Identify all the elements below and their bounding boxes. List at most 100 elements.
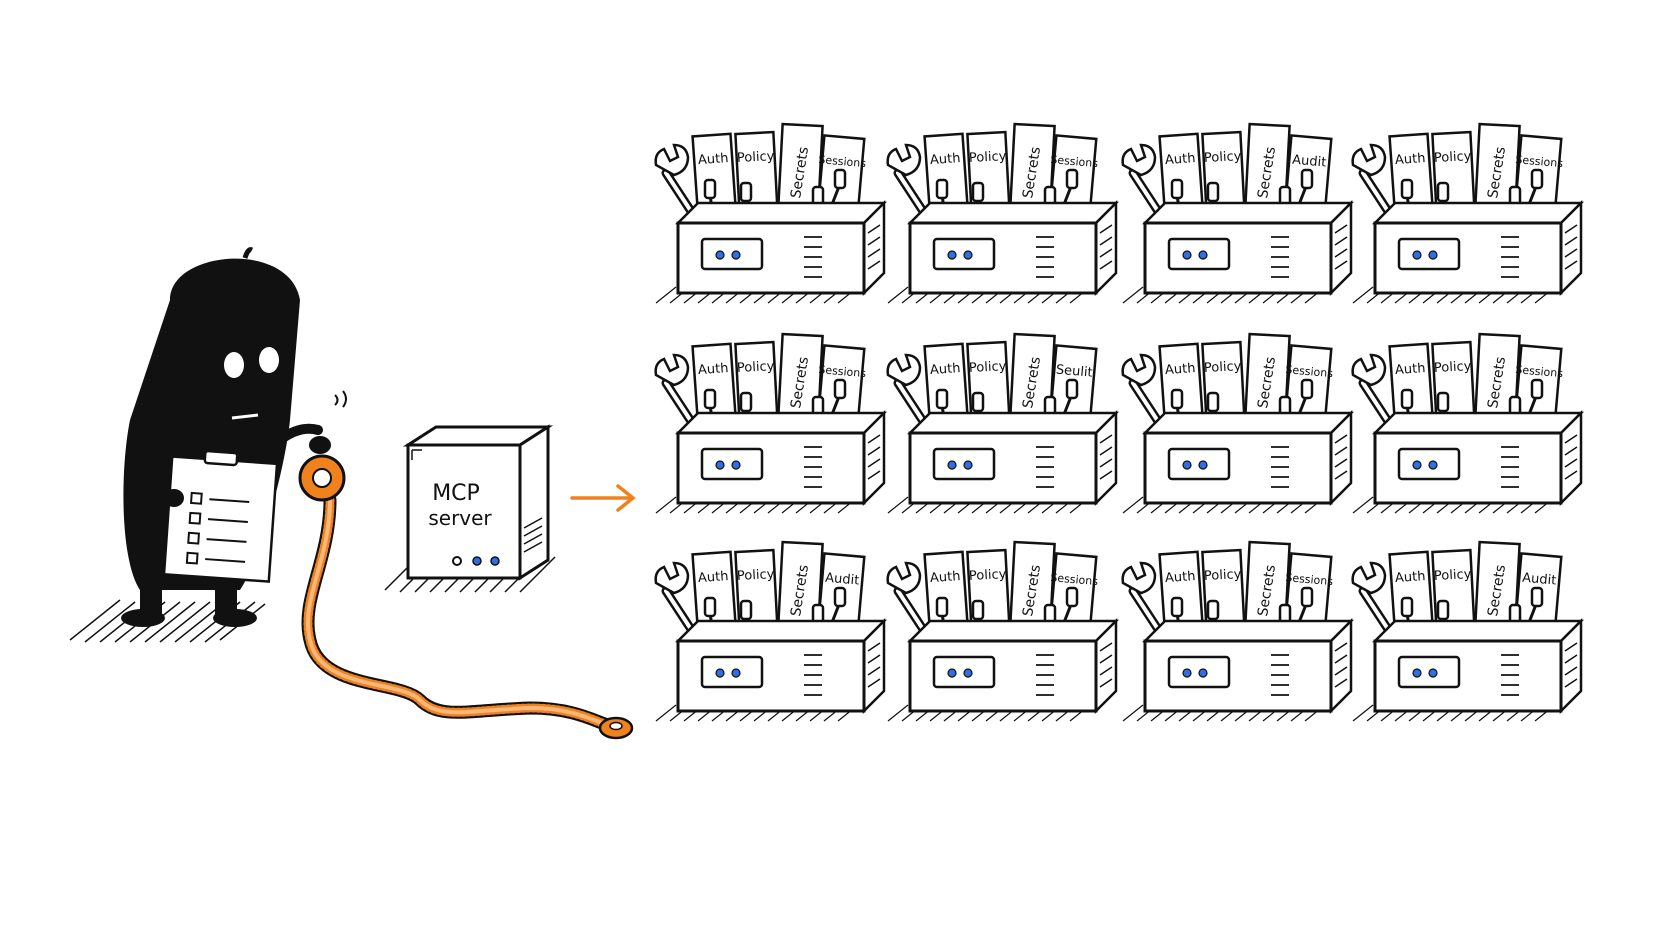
status-led [715, 668, 725, 678]
status-led [1182, 668, 1192, 678]
tool-folder-label: Auth [1165, 361, 1196, 378]
toolbox-body [1371, 409, 1585, 507]
toolbox-body [1141, 199, 1355, 297]
tool-folder-label: Sessions [818, 363, 867, 380]
tool-folder: Secrets [1008, 122, 1056, 228]
tool-folder-label: Sessions [1515, 153, 1564, 170]
status-led [963, 668, 973, 678]
tool-folder-label: Policy [969, 359, 1007, 376]
tool-folder: Secrets [1473, 122, 1521, 228]
tool-folder-label: Sessions [1050, 153, 1099, 170]
status-led [947, 668, 957, 678]
toolbox-body [1141, 409, 1355, 507]
tool-folder-label: Auth [930, 569, 961, 586]
tool-folder: Secrets [1473, 332, 1521, 438]
left-eye [224, 352, 244, 378]
status-led [731, 460, 741, 470]
tool-folder-label: Auth [698, 361, 729, 378]
tool-folder-label: Auth [1395, 151, 1426, 168]
toolbox-body [906, 409, 1120, 507]
status-led [1412, 668, 1422, 678]
tool-folder-label: Policy [1204, 149, 1242, 166]
status-led [715, 250, 725, 260]
tool-folder-label: Sessions [1285, 571, 1334, 588]
status-led [1428, 460, 1438, 470]
tool-folder-label: Auth [930, 151, 961, 168]
mcp-server-icon: MCP server [384, 424, 556, 593]
tool-folder-label: Auth [1395, 569, 1426, 586]
tool-folder-label: Sessions [1515, 363, 1564, 380]
blob-character-icon [69, 247, 323, 643]
status-led [1412, 250, 1422, 260]
status-led [947, 460, 957, 470]
tool-folder-label: Sessions [1285, 363, 1334, 380]
status-led [947, 250, 957, 260]
tool-folder-label: Auth [1165, 569, 1196, 586]
measuring-tape-icon [298, 390, 634, 740]
tool-folder: Secrets [1008, 540, 1056, 646]
tool-folder-label: Policy [1434, 149, 1472, 166]
tool-folder-label: Policy [1434, 567, 1472, 584]
tool-folder-label: Audit [1292, 153, 1327, 171]
toolbox-body [906, 617, 1120, 715]
toolbox-body [1141, 617, 1355, 715]
toolbox-body [674, 617, 888, 715]
status-led [963, 460, 973, 470]
status-led [1198, 460, 1208, 470]
right-eye [259, 347, 279, 373]
clipboard-checklist-icon [162, 449, 279, 583]
status-led [963, 250, 973, 260]
toolbox-body [674, 409, 888, 507]
tool-folder-label: Auth [1165, 151, 1196, 168]
tool-folder: Secrets [1473, 540, 1521, 646]
tool-folder-label: Seulit [1055, 363, 1093, 381]
tool-folder-label: Sessions [1050, 571, 1099, 588]
tool-folder: Secrets [1243, 332, 1291, 438]
tool-folder: Secrets [1243, 540, 1291, 646]
status-led [1182, 460, 1192, 470]
status-led [1428, 250, 1438, 260]
tool-folder-label: Policy [1204, 567, 1242, 584]
arrow-right-icon [570, 484, 636, 512]
tool-folder-label: Policy [969, 149, 1007, 166]
tool-folder: Secrets [1008, 332, 1056, 438]
tool-folder-label: Policy [1434, 359, 1472, 376]
tool-folder-label: Policy [737, 567, 775, 584]
tool-folder-label: Policy [737, 359, 775, 376]
tool-folder-label: Auth [698, 151, 729, 168]
tool-folder-label: Audit [1522, 571, 1557, 589]
tool-folder-label: Audit [825, 571, 860, 589]
toolbox-body [1371, 617, 1585, 715]
status-led [731, 250, 741, 260]
server-label-line1: MCP [432, 481, 480, 506]
status-led [1412, 460, 1422, 470]
tool-folder-label: Sessions [818, 153, 867, 170]
toolbox-body [674, 199, 888, 297]
server-label-line2: server [428, 506, 492, 530]
tool-folder-label: Auth [698, 569, 729, 586]
status-led [715, 460, 725, 470]
tool-folder-label: Policy [1204, 359, 1242, 376]
tool-folder: Secrets [776, 540, 824, 646]
toolbox-body [1371, 199, 1585, 297]
status-led [731, 668, 741, 678]
status-led [1428, 668, 1438, 678]
status-led [1198, 250, 1208, 260]
tool-folder-label: Policy [969, 567, 1007, 584]
tool-folder-label: Auth [930, 361, 961, 378]
status-led [1182, 250, 1192, 260]
